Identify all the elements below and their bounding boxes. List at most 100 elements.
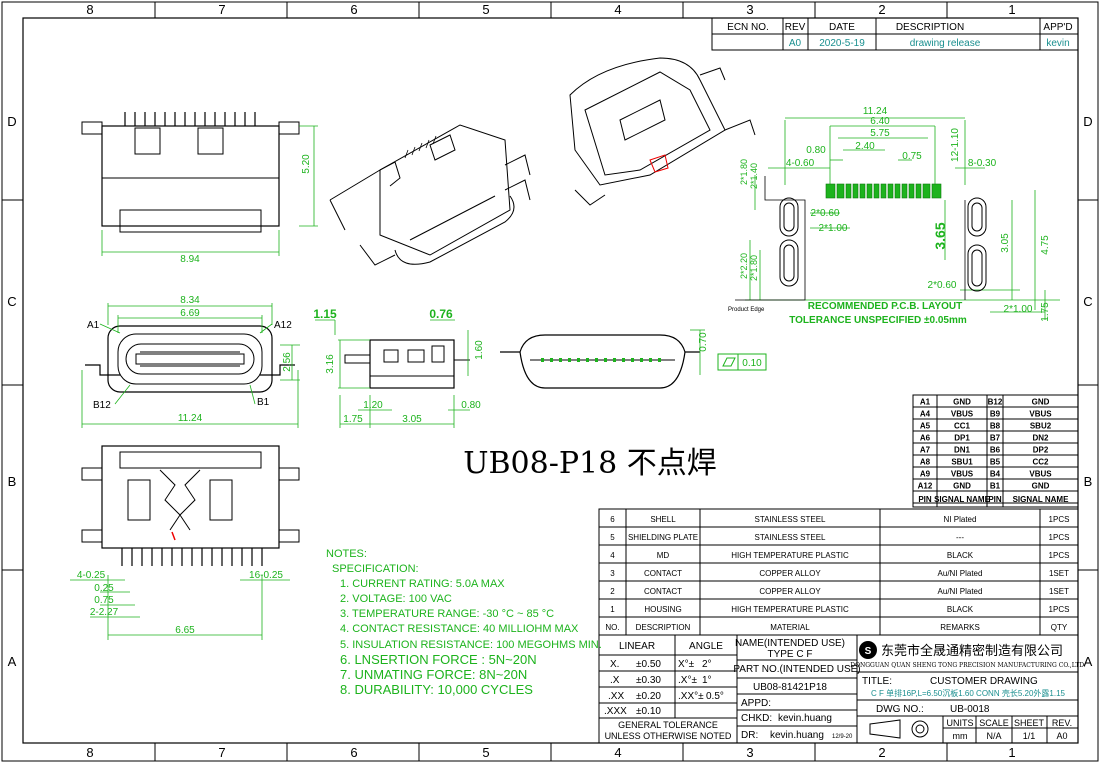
pin-table-footer: SIGNAL NAME: [934, 495, 991, 504]
bom-cell: 6: [610, 515, 615, 524]
row-label-d-right: D: [1083, 114, 1092, 129]
isometric-view-front: [329, 124, 531, 266]
pin-table-cell: GND: [953, 398, 971, 407]
dim-pcb-2-180: 2*1.80: [739, 159, 749, 185]
isometric-view-rear: [569, 57, 756, 206]
row-label-c-left: C: [7, 294, 16, 309]
pin-table-cell: DN2: [1032, 434, 1049, 443]
dim-pcb-4-060: 4-0.60: [786, 158, 815, 169]
pcb-layout-tolerance: TOLERANCE UNSPECIFIED ±0.05mm: [789, 315, 967, 326]
big-title: UB08-P18 不点焊: [463, 446, 717, 481]
rev-head-ecn: ECN NO.: [727, 22, 769, 33]
bom-cell: 1SET: [1049, 569, 1069, 578]
tol-footer-1: GENERAL TOLERANCE: [618, 720, 718, 730]
part-label: PART NO.(INTENDED USE): [733, 664, 860, 675]
company-name-cn: 东莞市全晟通精密制造有限公司: [881, 643, 1063, 659]
long-view: 0.70 0.10: [500, 329, 767, 389]
bom-cell: 5: [610, 533, 615, 542]
dwg-value: UB-0018: [950, 704, 990, 715]
dim-side-1-75: 1.75: [343, 414, 363, 425]
rev-value: A0: [1056, 731, 1067, 741]
col-label-4: 4: [614, 2, 621, 17]
pin-table-cell: GND: [1032, 482, 1050, 491]
revision-block: ECN NO. REV DATE DESCRIPTION APP'D A0 20…: [711, 17, 1079, 51]
dim-pcb-2-140: 2*1.40: [749, 163, 759, 189]
pin-table-cell: B12: [988, 398, 1003, 407]
dim-pcb-0-80: 0.80: [806, 145, 826, 156]
rev-head-appd: APP'D: [1043, 22, 1072, 33]
rev-head-description: DESCRIPTION: [896, 22, 964, 33]
dim-pcb-12-110: 12-1.10: [950, 128, 961, 162]
tol-r1-c3: X°±: [678, 659, 695, 670]
dim-front-inner: 6.69: [180, 308, 200, 319]
dim-bottom-16-025: 16-0.25: [249, 570, 283, 581]
pin-table-cell: SBU2: [1030, 422, 1052, 431]
dim-pcb-2-40: 2.40: [855, 141, 875, 152]
col-label-1-bottom: 1: [1008, 745, 1015, 760]
dwg-label: DWG NO.:: [876, 704, 924, 715]
units-label: UNITS: [947, 718, 974, 728]
dim-side-3-16: 3.16: [325, 354, 336, 374]
bom-header-cell: DESCRIPTION: [636, 623, 691, 632]
dim-pcb-2-060b: 2*0.60: [928, 280, 957, 291]
row-label-a-right: A: [1084, 654, 1093, 669]
tol-r3-c1: .XX: [608, 691, 624, 702]
dr-value: kevin.huang: [770, 730, 824, 741]
pin-table-cell: DP1: [954, 434, 970, 443]
dim-front-height: 2.56: [282, 352, 293, 372]
row-label-c-right: C: [1083, 294, 1092, 309]
row-label-a-left: A: [8, 654, 17, 669]
bottom-view: 4-0.25 16-0.25 0.25 0.75 2-2.27 6.65: [70, 445, 300, 640]
pin-table-cell: VBUS: [951, 470, 974, 479]
rev-label: REV.: [1052, 718, 1072, 728]
rev-value-rev: A0: [789, 38, 802, 49]
units-value: mm: [953, 731, 968, 741]
title-block-mid: NAME(INTENDED USE) TYPE C F PART NO.(INT…: [733, 634, 861, 744]
pin-table-cell: B9: [990, 410, 1001, 419]
flatness-frame: [717, 353, 767, 371]
note-3: 3. TEMPERATURE RANGE: -30 °C ~ 85 °C: [340, 608, 554, 620]
col-label-5: 5: [482, 2, 489, 17]
sheet-label: SHEET: [1014, 718, 1045, 728]
bom-cell: 1PCS: [1049, 551, 1070, 560]
front-view: 8.34 6.69 2.56 11.24 A1 A12 B12 B1: [81, 295, 300, 428]
note-1: 1. CURRENT RATING: 5.0A MAX: [340, 578, 505, 590]
dim-pcb-4-75: 4.75: [1040, 235, 1051, 255]
bom-cell: HIGH TEMPERATURE PLASTIC: [731, 551, 849, 560]
col-label-1: 1: [1008, 2, 1015, 17]
col-label-7-bottom: 7: [218, 745, 225, 760]
dim-side-3-05: 3.05: [402, 414, 422, 425]
pcb-layout: 11.24 6.40 5.75 2.40 0.80 0.75 4-0.60 12…: [728, 106, 1060, 326]
note-2: 2. VOLTAGE: 100 VAC: [340, 593, 452, 605]
tol-r1-c2: ±0.50: [636, 659, 661, 670]
pin-table-cell: B4: [990, 470, 1001, 479]
dim-pcb-2-060a: 2*0.60: [811, 208, 840, 219]
bom-cell: CONTACT: [644, 569, 682, 578]
row-labels: D C B A D C B A: [7, 114, 1092, 669]
bom-cell: HIGH TEMPERATURE PLASTIC: [731, 605, 849, 614]
bom-cell: 2: [610, 587, 615, 596]
tol-r2-c1: .X: [610, 675, 620, 686]
col-label-5-bottom: 5: [482, 745, 489, 760]
top-view: 8.94 5.20: [81, 112, 318, 265]
bom-cell: SHELL: [650, 515, 676, 524]
pin-table-footer: PIN: [988, 495, 1002, 504]
bom-header-cell: MATERIAL: [770, 623, 810, 632]
col-label-3: 3: [746, 2, 753, 17]
tolerance-table: LINEAR ANGLE X. ±0.50 X°± 2° .X ±0.30 .X…: [598, 634, 738, 744]
dim-pcb-5-75: 5.75: [870, 128, 890, 139]
tol-r3-c3: .XX°±: [678, 691, 704, 702]
pin-table-cell: A4: [920, 410, 931, 419]
chkd-value: kevin.huang: [778, 713, 832, 724]
col-label-7: 7: [218, 2, 225, 17]
dim-bottom-4-025: 4-0.25: [77, 570, 106, 581]
dim-bottom-025: 0.25: [94, 583, 114, 594]
dim-top-width: 8.94: [180, 254, 200, 265]
pin-table-cell: A8: [920, 458, 931, 467]
notes-sub: SPECIFICATION:: [332, 563, 419, 575]
dim-front-outer: 8.34: [180, 295, 200, 306]
bom-cell: 1PCS: [1049, 533, 1070, 542]
dim-flatness: 0.10: [742, 358, 762, 369]
pin-table-cell: B5: [990, 458, 1001, 467]
bom-cell: 1PCS: [1049, 515, 1070, 524]
